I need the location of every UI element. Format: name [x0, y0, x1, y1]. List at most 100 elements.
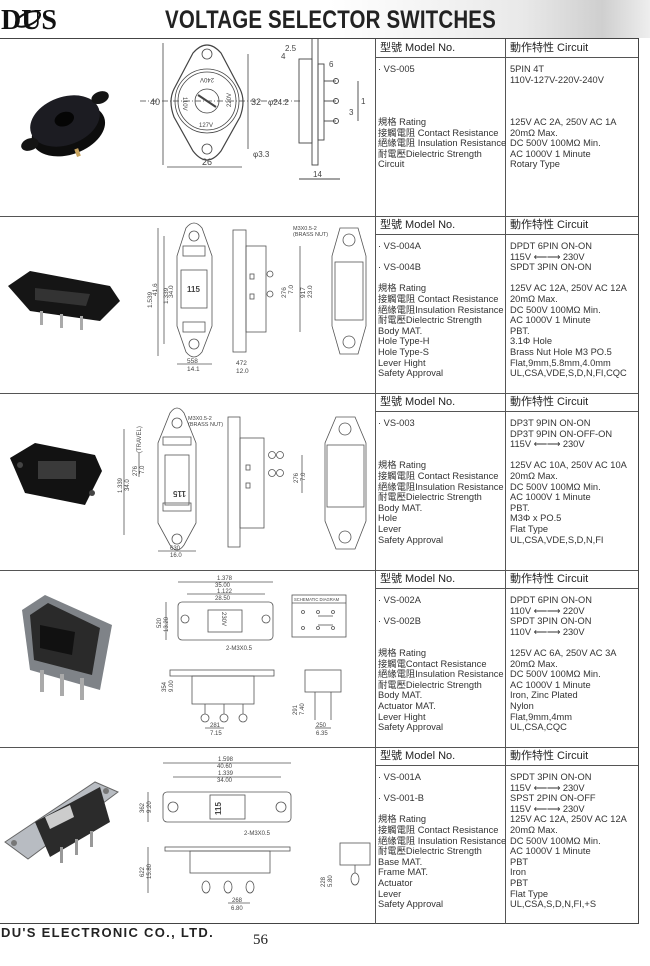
product-section-vs-004: 型號 Model No.動作特性 Circuit· VS-004A· VS-00… — [0, 216, 638, 394]
side-view — [227, 416, 303, 548]
dim-label: 34.0 — [125, 479, 131, 491]
vs-004-drawing: 1.539 41.6 1.339 34.0 558 14.1 472 12.0 … — [8, 222, 367, 375]
dial-label: 110V — [181, 97, 187, 111]
dim-label: 472 — [236, 360, 247, 367]
spec-value: AC 1000V 1 Minute — [510, 846, 591, 857]
dim-label: φ24.2 — [268, 98, 289, 107]
dim-label: 2.5 — [285, 44, 297, 53]
spec-label: 規格 Rating — [378, 647, 427, 658]
circuit-column-header: 動作特性 Circuit — [506, 747, 638, 766]
spec-value: UL,CSA,S,D,N,FI,+S — [510, 899, 597, 910]
model-number: · VS-005 — [378, 64, 415, 74]
dim-label: 1.598 — [218, 757, 234, 763]
model-column-header: 型號 Model No. — [376, 747, 505, 766]
spec-label: Actuator MAT. — [378, 700, 436, 711]
spec-value: PBT. — [510, 502, 530, 513]
spec-value: PBT. — [510, 325, 530, 336]
dim-label: 41.6 — [152, 283, 159, 296]
spec-label: 接觸電阻 Contact Resistance — [378, 470, 499, 481]
spec-value: DC 500V 100MΩ Min. — [510, 481, 601, 492]
spec-value: 125V AC 12A, 250V AC 12A — [510, 814, 627, 825]
spec-value: 20mΩ Max. — [510, 470, 558, 481]
dim-label: 9.20 — [147, 801, 153, 813]
dim-label: 1.539 — [147, 291, 154, 308]
dim-label: 291 — [293, 704, 299, 715]
dim-label: 250 — [316, 723, 327, 729]
dim-label: (TRAVEL) — [137, 426, 143, 453]
technical-drawing: 40 32 φ24.2 26 φ3.3 2.5 4 6 1 3 14 240V … — [21, 39, 366, 180]
dim-label: 7.40 — [300, 703, 306, 715]
dim-label: 354 — [162, 681, 168, 692]
spec-value: Brass Nut Hole M3 PO.5 — [510, 346, 612, 357]
spec-value: PBT — [510, 856, 529, 867]
dim-label: 34.00 — [217, 778, 233, 784]
dim-label: (BRASS NUT) — [188, 422, 223, 428]
technical-drawing: M3X0.5-2 (BRASS NUT) 1.339 34.0 276 7.0 … — [10, 407, 367, 559]
dim-label: M3X0.5-2 — [293, 226, 317, 232]
spec-label: Body MAT. — [378, 325, 423, 336]
switch-label: 115 — [187, 285, 200, 294]
header-background — [330, 0, 650, 38]
dim-label: 14.1 — [187, 366, 200, 373]
dim-label: 14 — [313, 170, 322, 179]
dim-label: 7.0 — [301, 472, 307, 481]
dim-label: φ3.3 — [253, 150, 270, 159]
circuit-type: SPST 2PIN ON-OFF — [510, 793, 596, 804]
model-number — [378, 627, 504, 638]
column-divider — [505, 393, 506, 570]
circuit-type: 110V-127V-220V-240V — [510, 74, 604, 85]
spec-value: 20mΩ Max. — [510, 293, 558, 304]
spec-value: 3.1Φ Hole — [510, 336, 553, 347]
dim-label: 7.15 — [210, 731, 222, 737]
dim-label: 276 — [281, 287, 288, 298]
model-number — [378, 252, 504, 263]
spec-value: UL,CSA,VDE,S,D,N,FI,CQC — [510, 368, 627, 379]
front-view — [123, 407, 197, 552]
dim-label: 276 — [133, 465, 139, 476]
spec-label: Safety Approval — [378, 368, 444, 379]
column-divider — [505, 570, 506, 747]
model-number — [378, 783, 506, 794]
spec-label: 規格 Rating — [378, 460, 427, 471]
spec-value: UL,CSA,CQC — [510, 722, 567, 733]
spec-label: Circuit — [378, 159, 405, 170]
circuit-type: DP3T 9PIN ON-ON — [510, 418, 591, 428]
vs-002-drawing: 1.378 35.00 1.122 28.50 520 13.20 2-M3X0… — [22, 576, 347, 737]
model-number: · VS-004A — [378, 241, 421, 251]
spec-label: Body MAT. — [378, 502, 423, 513]
spec-value: Nylon — [510, 700, 534, 711]
spec-value: UL,CSA,VDE,S,D,N,FI — [510, 534, 604, 545]
dim-label: 917 — [300, 287, 307, 298]
spec-label: Actuator — [378, 877, 413, 888]
spec-label: 接觸電阻 Contact Resistance — [378, 127, 499, 138]
side-view — [232, 229, 301, 353]
spec-value: Flat Type — [510, 888, 549, 899]
dim-label: 40.60 — [217, 764, 233, 770]
spec-label: Lever Hight — [378, 711, 426, 722]
end-view — [339, 842, 371, 886]
model-number: · VS-004B — [378, 262, 421, 273]
spec-label: Body MAT. — [378, 690, 423, 701]
model-number: · VS-002B — [378, 616, 421, 627]
spec-label: 耐電壓Dielectric Strength — [378, 315, 482, 326]
model-number — [378, 439, 504, 450]
dial-label: 240V — [200, 76, 214, 82]
spec-label: Hole Type-H — [378, 336, 430, 347]
model-number — [378, 606, 504, 617]
circuit-column-header: 動作特性 Circuit — [506, 39, 638, 58]
dim-label: 2-M3X0.5 — [226, 646, 253, 652]
model-column-header: 型號 Model No. — [376, 39, 505, 58]
dim-label: 12.0 — [236, 368, 249, 375]
dim-label: 16.0 — [170, 553, 182, 559]
circuit-type: DPDT 6PIN ON-ON — [510, 241, 592, 251]
schematic-diagram-box — [291, 594, 347, 638]
spec-label: 接觸電阻 Contact Resistance — [378, 824, 499, 835]
product-photo — [8, 271, 120, 330]
dim-label: 7.0 — [140, 465, 146, 474]
dim-label: 23.0 — [307, 285, 314, 298]
end-view — [304, 669, 342, 729]
spec-value: PBT — [510, 877, 529, 888]
dim-label: 1.378 — [217, 576, 233, 582]
